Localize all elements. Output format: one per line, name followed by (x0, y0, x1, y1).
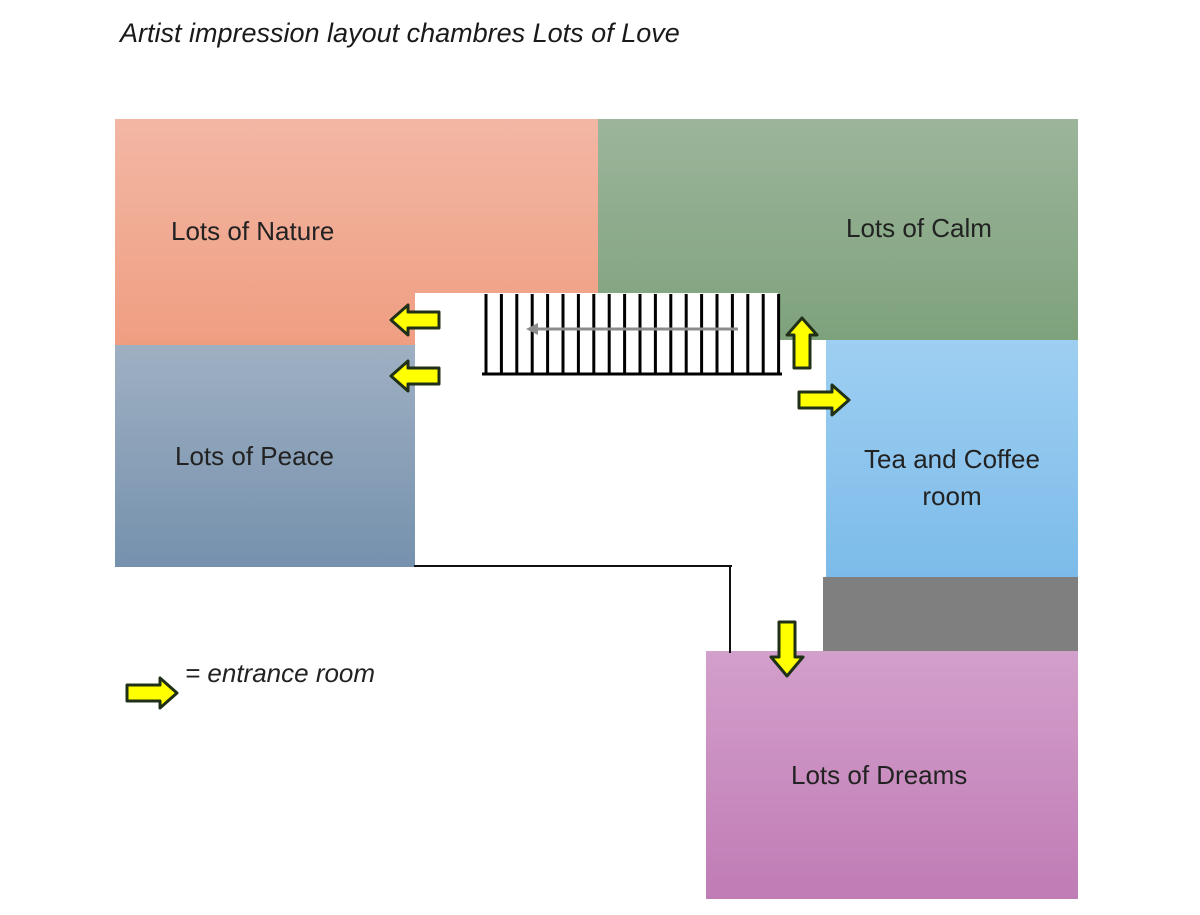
legend-arrow-icon (125, 676, 179, 710)
wall-horizontal (414, 565, 732, 567)
legend-text: = entrance room (185, 658, 376, 688)
entrance-arrow-nature-icon (389, 303, 441, 337)
label-tea-and-coffee-room: room (922, 481, 982, 511)
hallway-space (415, 293, 598, 353)
entrance-arrow-calm-icon (785, 316, 819, 370)
label-lots-of-calm: Lots of Calm (846, 213, 992, 243)
wall-vertical (729, 565, 731, 653)
diagram-title: Artist impression layout chambres Lots o… (120, 18, 680, 48)
room-lots-of-peace (115, 345, 415, 567)
room-lots-of-dreams (706, 651, 1078, 899)
entrance-arrow-dreams-icon (769, 620, 805, 678)
staircase-direction-arrowhead-icon (526, 323, 538, 335)
entrance-arrow-peace-icon (389, 359, 441, 393)
room-tea-and-coffee (826, 340, 1078, 577)
label-lots-of-nature: Lots of Nature (171, 216, 335, 246)
label-lots-of-dreams: Lots of Dreams (791, 760, 968, 790)
staircase (482, 294, 782, 376)
corridor-block (823, 577, 1078, 652)
label-lots-of-peace: Lots of Peace (175, 441, 334, 471)
label-tea-and-coffee: Tea and Coffee (864, 444, 1040, 474)
entrance-arrow-tea-icon (797, 383, 851, 417)
